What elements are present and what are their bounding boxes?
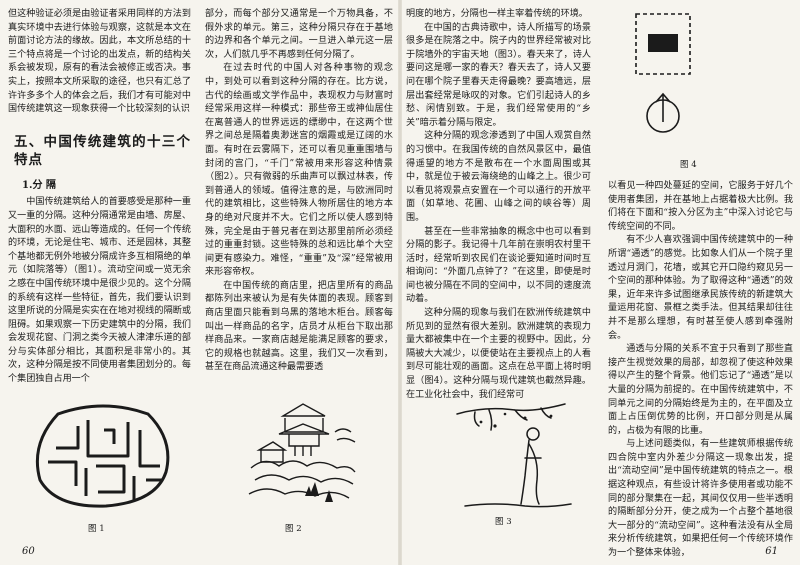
body-paragraph: 部分，而每个部分又通常是一个万物具备，不假外求的单元。第三，这种分隔只存在于基地…: [205, 9, 393, 60]
figure-1-caption: 图 1: [88, 524, 105, 534]
body-paragraph: 甚至在一些非常抽象的概念中也可以看到分隔的影子。我记得十几年前在崇明农村里干活时…: [406, 226, 591, 305]
body-paragraph: 与上述问题类似，有一些建筑师根据传统四合院中室内外差少分隔这一现象出发，提出“流…: [608, 439, 793, 559]
column-4: 以看见一种四处蔓延的空间，它服务于好几个使用者集团，并在基地上占据着极大比例。我…: [608, 180, 793, 561]
figure-3-caption: 图 3: [495, 517, 512, 527]
body-paragraph: 这种分隔的现象与我们在欧洲传统建筑中所见到的显然有很大差别。欧洲建筑的表现力量大…: [406, 308, 591, 400]
section-title: 五、中国传统建筑的十三个特点: [14, 133, 191, 168]
body-paragraph: 通透与分隔的关系不宜于只看到了那些直接产生视觉效果的局部，却忽视了使这种效果得以…: [608, 344, 793, 436]
body-paragraph: 明度的地方，分隔也一样主宰着传统的环境。: [406, 9, 588, 19]
intro-paragraph: 但这种验证必须是由验证者采用同样的方法到真实环境中去进行体验与观察，这就是本文在…: [8, 9, 191, 115]
figure-4-european-plan: [628, 10, 698, 142]
page-number-left: 60: [22, 546, 35, 557]
right-page: 明度的地方，分隔也一样主宰着传统的环境。 在中国的古典诗歌中，诗人所描写的场景很…: [400, 0, 800, 565]
body-paragraph: 以看见一种四处蔓延的空间，它服务于好几个使用者集团，并在基地上占据着极大比例。我…: [608, 181, 793, 232]
column-1: 但这种验证必须是由验证者采用同样的方法到真实环境中去进行体验与观察，这就是本文在…: [8, 8, 191, 387]
subsection-heading: 1.分 隔: [22, 179, 56, 191]
figure-3-scholar-under-branch: [455, 400, 575, 512]
body-paragraph: 在中国的古典诗歌中，诗人所描写的场景很多是在院落之中。院子内的世界经常被对比于院…: [406, 22, 591, 128]
body-paragraph: 这种分隔的观念渗透到了中国人观赏自然的习惯中。在我国传统的自然风景区中，最值得遥…: [406, 131, 591, 223]
body-paragraph: 在过去时代的中国人对各种事物的观念中，到处可以看到这种分隔的存在。比方说，古代的…: [205, 63, 393, 278]
left-page: 但这种验证必须是由验证者采用同样的方法到真实环境中去进行体验与观察，这就是本文在…: [8, 8, 393, 557]
body-paragraph: 有不少人喜欢强调中国传统建筑中的一种所谓“通透”的感觉。比如象人们从一个院子里透…: [608, 235, 793, 341]
column-2: 部分，而每个部分又通常是一个万物具备，不假外求的单元。第三，这种分隔只存在于基地…: [205, 8, 393, 375]
book-gutter: [398, 0, 402, 565]
column-3: 明度的地方，分隔也一样主宰着传统的环境。 在中国的古典诗歌中，诗人所描写的场景很…: [406, 8, 591, 402]
page-number-right: 61: [765, 546, 778, 557]
body-paragraph: 在中国传统的商店里，把店里所有的商品都陈列出来被认为是有失体面的表现。顾客到商店…: [205, 280, 393, 373]
figure-2-caption: 图 2: [285, 524, 302, 534]
figure-2-palace-in-clouds: [245, 398, 360, 516]
figure-1-courtyard-plan: [28, 400, 178, 512]
body-paragraph: 中国传统建筑给人的首要感受是那种一重又一重的分隔。这种分隔通常是由墙、房屋、大面…: [8, 197, 191, 385]
figure-4-caption: 图 4: [680, 160, 697, 170]
